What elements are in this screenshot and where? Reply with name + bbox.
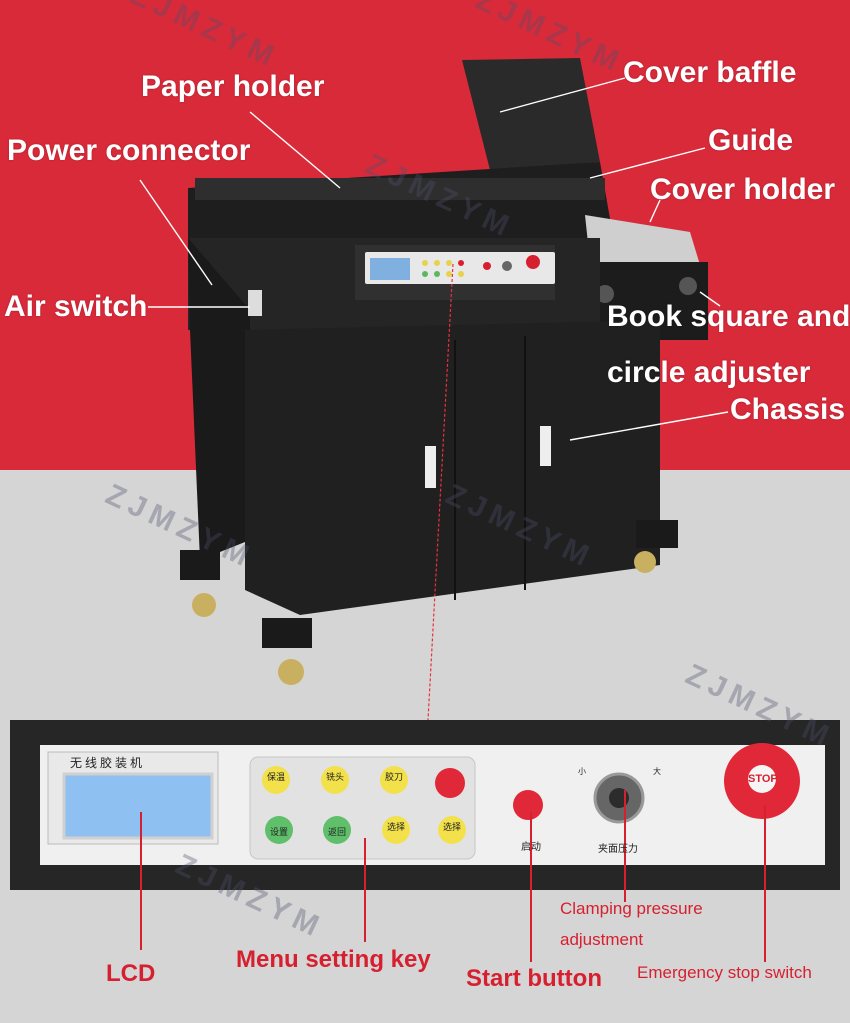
label-circle-adjuster: circle adjuster	[607, 356, 811, 389]
mini-lcd	[370, 258, 410, 280]
key-mill-head	[321, 766, 349, 794]
machine-left-side	[188, 238, 250, 560]
key-keep-warm	[262, 766, 290, 794]
label-book-square: Book square and	[607, 300, 850, 333]
key-label: 选择	[387, 822, 406, 832]
key-select-down	[438, 816, 466, 844]
key-label: 铣头	[326, 772, 345, 782]
label-cover-baffle: Cover baffle	[623, 56, 797, 89]
chassis-cabinet	[245, 320, 660, 615]
label-menu-setting-key: Menu setting key	[236, 946, 431, 973]
dial-small-label: 小	[578, 767, 586, 776]
label-lcd: LCD	[106, 960, 156, 987]
label-power-connector: Power connector	[7, 134, 251, 167]
wheel-right	[634, 551, 656, 573]
label-chassis: Chassis	[730, 393, 846, 426]
stop-label: STOP	[748, 773, 778, 785]
label-paper-holder: Paper holder	[141, 70, 325, 103]
key-select-up	[382, 816, 410, 844]
start-button-shape	[513, 790, 543, 820]
cabinet-handle-left	[425, 446, 436, 488]
key-label: 返回	[328, 827, 347, 837]
key-label: 设置	[270, 827, 289, 837]
cover-holder-block	[585, 215, 700, 265]
label-guide: Guide	[708, 124, 794, 157]
keypad-area	[249, 756, 476, 860]
pressure-label-cn: 夹面压力	[598, 844, 638, 855]
wheel-left	[192, 593, 216, 617]
label-cover-holder: Cover holder	[650, 173, 836, 206]
key-glue-knife	[380, 766, 408, 794]
cover-baffle-plate	[462, 58, 600, 170]
label-start-button: Start button	[466, 965, 602, 992]
key-return	[323, 816, 351, 844]
key-label: 选择	[443, 822, 462, 832]
label-air-switch: Air switch	[4, 290, 148, 323]
right-side-box	[590, 262, 708, 340]
mini-panel	[365, 252, 555, 284]
lcd-screen	[62, 772, 214, 840]
label-clamping-pressure: Clamping pressure	[560, 899, 703, 918]
guide-rail	[195, 178, 605, 200]
adjuster-knob-left	[596, 285, 614, 303]
key-label: 胶刀	[385, 772, 404, 782]
key-label: 保温	[267, 772, 286, 782]
start-label-cn: 启动	[521, 842, 541, 853]
key-setting	[265, 816, 293, 844]
label-emergency-stop: Emergency stop switch	[637, 963, 812, 982]
adjuster-knob-right	[679, 277, 697, 295]
label-adjustment: adjustment	[560, 930, 644, 949]
cabinet-handle-right	[540, 426, 551, 466]
dial-large-label: 大	[653, 767, 661, 776]
wheel-front	[278, 659, 304, 685]
key-red	[435, 768, 465, 798]
panel-title-cn: 无线胶装机	[70, 756, 146, 770]
air-switch-plate	[248, 290, 262, 316]
